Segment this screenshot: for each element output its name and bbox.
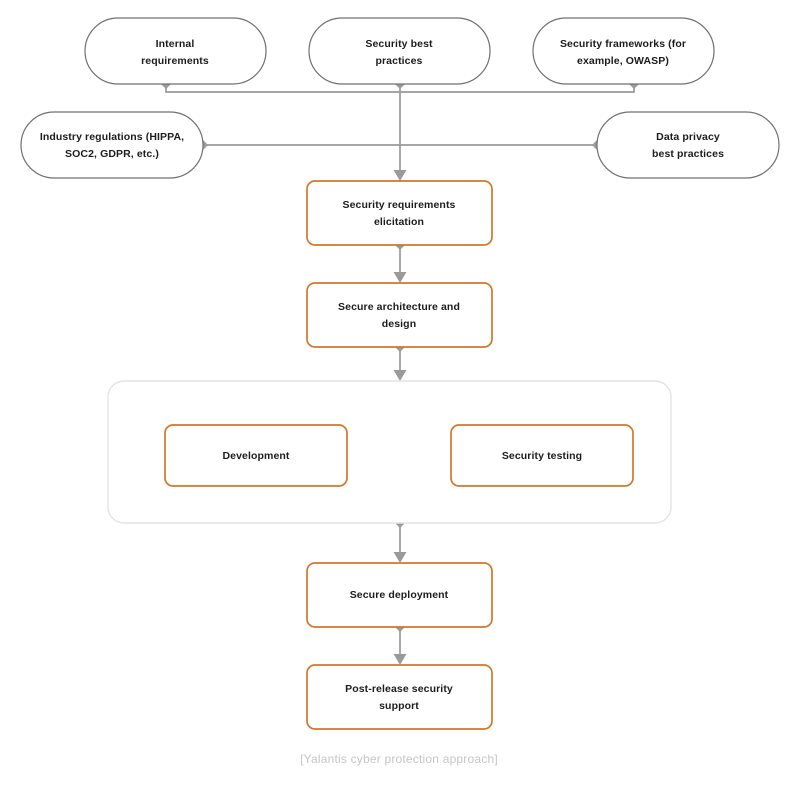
data-privacy-label-line2: best practices [652, 148, 724, 160]
node-secure-deployment[interactable]: Secure deployment [306, 562, 493, 628]
arrowhead-to-requirements [393, 170, 407, 181]
industry-regulations-shape[interactable] [20, 111, 204, 179]
data-privacy-shape[interactable] [596, 111, 780, 179]
arrowhead-to-group [393, 370, 407, 381]
arrowhead-to-secure-deployment [393, 552, 407, 563]
industry-regulations-label-line1: Industry regulations (HIPPA, [40, 131, 184, 143]
post-release-security-support-shape[interactable] [306, 664, 493, 730]
development-cycle-group [107, 380, 672, 524]
security-frameworks-shape[interactable] [532, 17, 715, 85]
node-data-privacy[interactable]: Data privacy best practices [596, 111, 780, 179]
development-shape[interactable] [164, 424, 348, 487]
security-requirements-elicitation-label-line2: elicitation [374, 216, 424, 228]
node-security-best-practices[interactable]: Security best practices [308, 17, 491, 85]
data-privacy-label-line1: Data privacy [656, 131, 720, 143]
industry-regulations-label-line2: SOC2, GDPR, etc.) [65, 148, 159, 160]
node-industry-regulations[interactable]: Industry regulations (HIPPA, SOC2, GDPR,… [20, 111, 204, 179]
secure-architecture-and-design-label-line2: design [382, 318, 416, 330]
node-secure-architecture-and-design[interactable]: Secure architecture and design [306, 282, 493, 348]
post-release-security-support-label-line2: support [379, 700, 419, 712]
node-development[interactable]: Development [164, 424, 348, 487]
security-testing-shape[interactable] [450, 424, 634, 487]
security-best-practices-label-line1: Security best [365, 38, 433, 50]
secure-deployment-label: Secure deployment [350, 589, 449, 601]
internal-requirements-label-line2: requirements [141, 55, 209, 67]
node-security-requirements-elicitation[interactable]: Security requirements elicitation [306, 180, 493, 246]
security-frameworks-label-line1: Security frameworks (for [560, 38, 686, 50]
internal-requirements-label-line1: Internal [156, 38, 195, 50]
security-frameworks-label-line2: example, OWASP) [577, 55, 669, 67]
node-post-release-security-support[interactable]: Post-release security support [306, 664, 493, 730]
secure-architecture-and-design-shape[interactable] [306, 282, 493, 348]
diagram-caption: [Yalantis cyber protection approach] [300, 752, 498, 766]
security-requirements-elicitation-shape[interactable] [306, 180, 493, 246]
security-requirements-elicitation-label-line1: Security requirements [343, 199, 456, 211]
development-label: Development [222, 450, 289, 462]
node-security-frameworks[interactable]: Security frameworks (for example, OWASP) [532, 17, 715, 85]
arrowhead-to-architecture [393, 272, 407, 283]
node-internal-requirements[interactable]: Internal requirements [84, 17, 267, 85]
post-release-security-support-label-line1: Post-release security [345, 683, 453, 695]
arrowhead-to-post-release [393, 654, 407, 665]
internal-requirements-shape[interactable] [84, 17, 267, 85]
secure-deployment-shape[interactable] [306, 562, 493, 628]
security-best-practices-shape[interactable] [308, 17, 491, 85]
node-security-testing[interactable]: Security testing [450, 424, 634, 487]
security-best-practices-label-line2: practices [375, 55, 422, 67]
security-testing-label: Security testing [502, 450, 582, 462]
secure-architecture-and-design-label-line1: Secure architecture and [338, 301, 460, 313]
